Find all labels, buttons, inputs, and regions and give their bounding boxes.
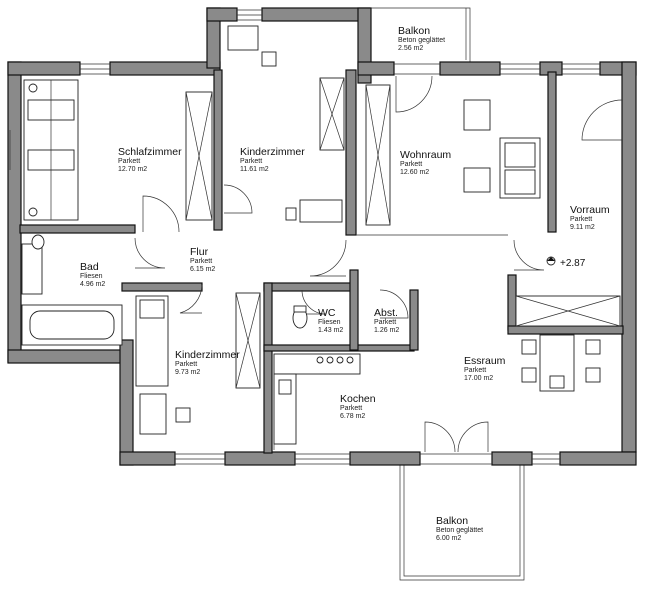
level-marker-symbol [546,256,556,266]
room-label-wc: WC Fliesen 1.43 m2 [318,307,343,334]
svg-text:9.73 m2: 9.73 m2 [175,369,200,376]
room-label-abst: Abst. Parkett 1.26 m2 [374,307,399,334]
room-label-kochen: Kochen Parkett 6.78 m2 [340,393,376,420]
svg-text:Parkett: Parkett [118,158,140,165]
svg-text:Parkett: Parkett [340,405,362,412]
svg-text:17.00 m2: 17.00 m2 [464,375,493,382]
room-label-kinderzimmer-top: Kinderzimmer Parkett 11.61 m2 [240,146,305,173]
windows [9,9,600,465]
svg-text:Parkett: Parkett [374,319,396,326]
room-label-wohnraum: Wohnraum Parkett 12.60 m2 [400,149,451,176]
svg-text:WC: WC [318,307,336,319]
svg-text:1.43 m2: 1.43 m2 [318,327,343,334]
room-label-kinderzimmer-bottom: Kinderzimmer Parkett 9.73 m2 [175,349,240,376]
svg-text:6.15 m2: 6.15 m2 [190,266,215,273]
svg-text:11.61 m2: 11.61 m2 [240,166,269,173]
svg-text:Kinderzimmer: Kinderzimmer [240,146,305,158]
svg-text:Wohnraum: Wohnraum [400,149,451,161]
svg-text:12.60 m2: 12.60 m2 [400,169,429,176]
level-mark-label: +2.87 [560,258,586,269]
svg-text:Schlafzimmer: Schlafzimmer [118,146,182,158]
svg-text:Parkett: Parkett [175,361,197,368]
room-label-balkon-bottom: Balkon Beton geglättet 6.00 m2 [436,515,483,542]
svg-text:Beton geglättet: Beton geglättet [398,37,445,44]
room-label-essraum: Essraum Parkett 17.00 m2 [464,355,506,382]
svg-text:Abst.: Abst. [374,307,398,319]
kitchen-counter [273,353,361,450]
furniture-kinderzimmer-bottom [135,295,191,435]
furniture-kinderzimmer-top [227,25,343,223]
svg-text:Flur: Flur [190,246,209,258]
room-label-balkon-top: Balkon Beton geglättet 2.56 m2 [398,25,445,52]
svg-text:Fliesen: Fliesen [318,319,341,326]
balcony-door-bottom [420,421,492,465]
svg-text:2.56 m2: 2.56 m2 [398,45,423,52]
svg-text:Balkon: Balkon [398,25,430,37]
svg-text:1.26 m2: 1.26 m2 [374,327,399,334]
svg-text:6.78 m2: 6.78 m2 [340,413,365,420]
svg-text:Beton geglättet: Beton geglättet [436,527,483,534]
room-label-schlafzimmer: Schlafzimmer Parkett 12.70 m2 [118,146,182,173]
svg-text:Kinderzimmer: Kinderzimmer [175,349,240,361]
balcony-door-top [394,63,440,113]
exterior-walls [7,7,637,466]
svg-text:4.96 m2: 4.96 m2 [80,281,105,288]
interior-walls [19,69,624,454]
room-label-vorraum: Vorraum Parkett 9.11 m2 [570,204,610,231]
svg-text:Fliesen: Fliesen [80,273,103,280]
sofa-wohnraum [463,99,541,199]
svg-text:Parkett: Parkett [570,216,592,223]
svg-text:Parkett: Parkett [464,367,486,374]
interior-doors [134,99,623,319]
bed-schlafzimmer [23,79,79,221]
svg-text:9.11 m2: 9.11 m2 [570,224,595,231]
wardrobes [185,77,621,389]
balcony-bottom-outline [399,462,525,581]
svg-text:12.70 m2: 12.70 m2 [118,166,147,173]
room-label-flur: Flur Parkett 6.15 m2 [190,246,215,273]
svg-text:Parkett: Parkett [190,258,212,265]
svg-text:Bad: Bad [80,261,99,273]
bathroom-fixtures [21,234,308,346]
dining-table-essraum [521,334,601,392]
svg-text:Essraum: Essraum [464,355,506,367]
svg-text:Balkon: Balkon [436,515,468,527]
svg-text:Parkett: Parkett [240,158,262,165]
room-label-bad: Bad Fliesen 4.96 m2 [80,261,105,288]
svg-text:Vorraum: Vorraum [570,204,610,216]
svg-text:Kochen: Kochen [340,393,376,405]
svg-text:Parkett: Parkett [400,161,422,168]
svg-text:6.00 m2: 6.00 m2 [436,535,461,542]
